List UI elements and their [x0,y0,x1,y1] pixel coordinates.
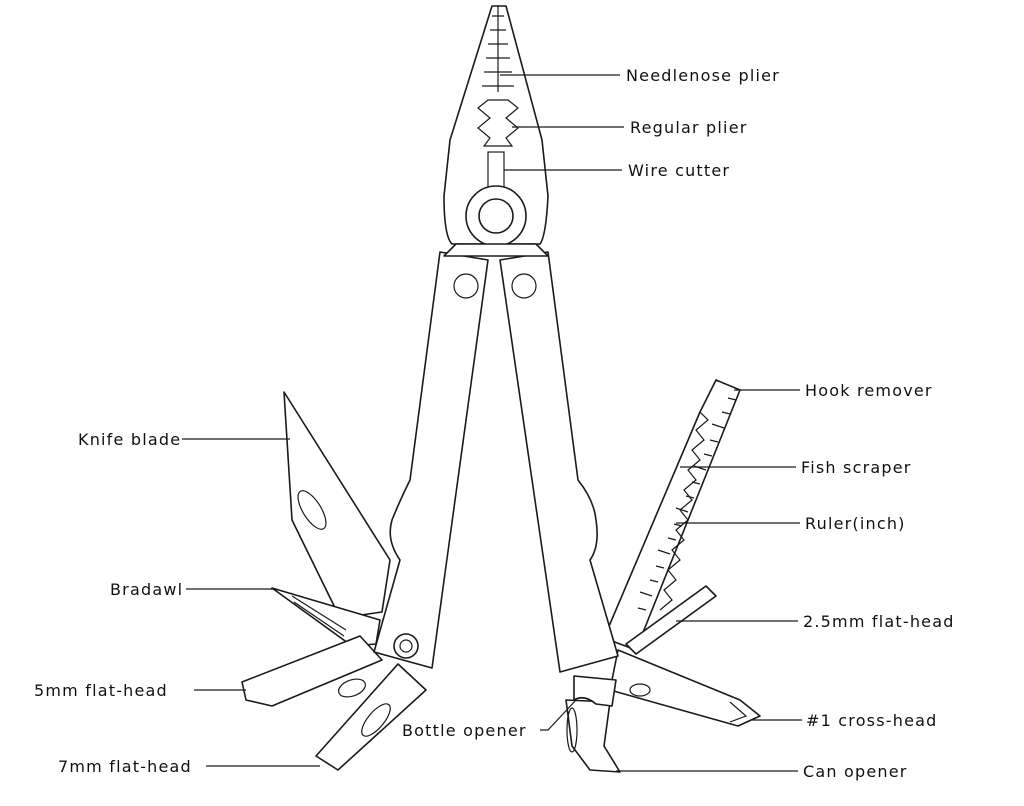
can-opener-tool [565,699,621,773]
knife-blade-tool [283,391,391,619]
cross-head-tool [609,649,761,727]
label-bottle-opener: Bottle opener [402,721,527,740]
leader-bottle [540,699,577,731]
7mm-flat-head-tool [315,663,427,771]
label-knife-blade: Knife blade [78,430,181,449]
label-bradawl: Bradawl [110,580,183,599]
label-cross-head: #1 cross-head [806,711,937,730]
bradawl-tool [271,587,381,647]
right-handle [499,251,619,673]
label-fish-scraper: Fish scraper [801,458,912,477]
label-2-5mm-flat-head: 2.5mm flat-head [803,612,955,631]
label-hook-remover: Hook remover [805,381,933,400]
leader-lines [182,74,802,772]
labels: Needlenose plier Regular plier Wire cutt… [34,66,955,781]
label-7mm-flat-head: 7mm flat-head [58,757,192,776]
label-can-opener: Can opener [803,762,908,781]
bottle-opener-tool [573,675,617,707]
2-5mm-flat-head-tool [625,585,717,655]
label-needlenose-plier: Needlenose plier [626,66,780,85]
left-handle [373,251,489,669]
plier-head [443,5,549,257]
5mm-flat-head-tool [241,635,383,707]
label-wire-cutter: Wire cutter [628,161,730,180]
label-ruler: Ruler(inch) [805,514,906,533]
label-regular-plier: Regular plier [630,118,748,137]
label-5mm-flat-head: 5mm flat-head [34,681,168,700]
fish-scraper-ruler-tool [603,379,741,651]
